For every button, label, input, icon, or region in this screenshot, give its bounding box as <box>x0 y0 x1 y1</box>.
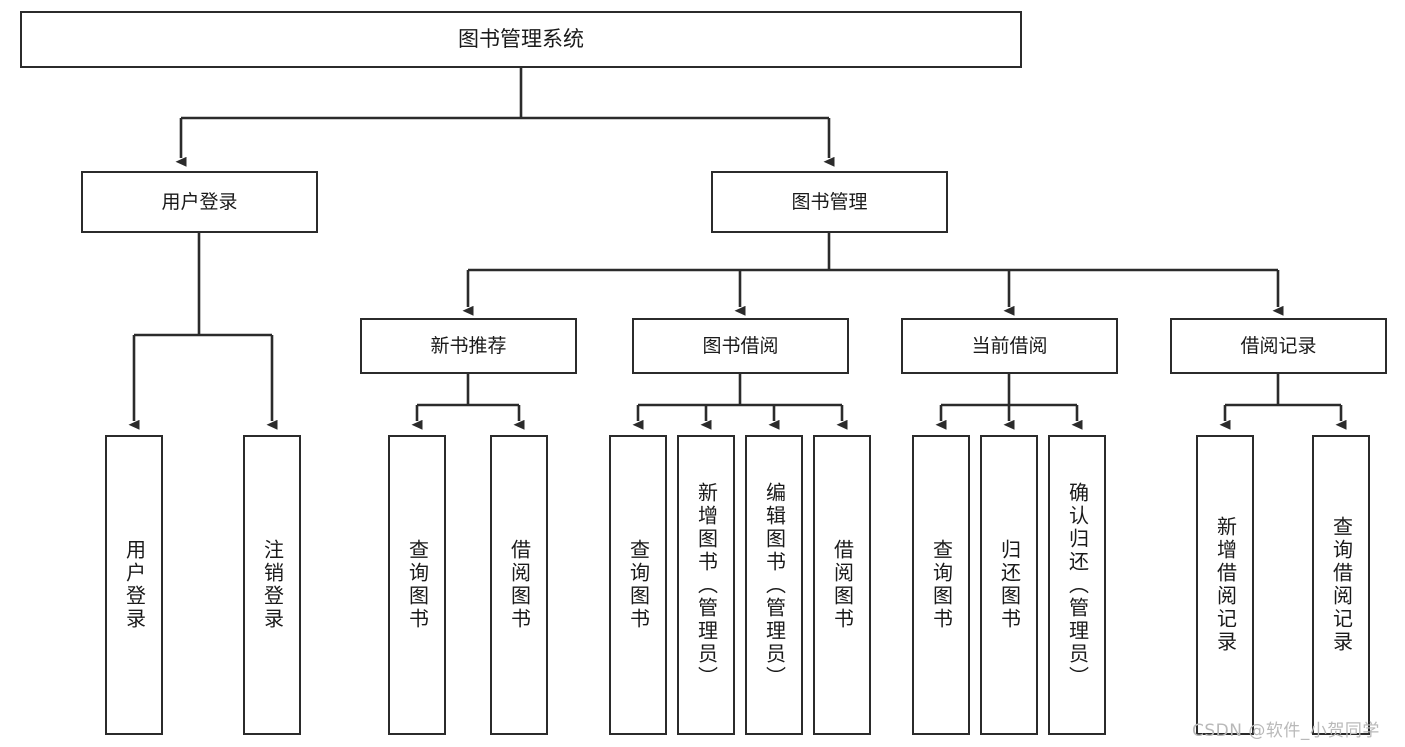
leaf-record-query-record[interactable]: 查询借阅记录 <box>1312 435 1370 735</box>
leaf-label: 用户登录 <box>122 539 147 631</box>
leaf-label: 确认归还（管理员） <box>1065 481 1090 689</box>
leaf-label: 注销登录 <box>260 539 285 631</box>
leaf-current-confirm-return-admin[interactable]: 确认归还（管理员） <box>1048 435 1106 735</box>
node-current-borrow[interactable]: 当前借阅 <box>901 318 1118 374</box>
leaf-user-login-logout[interactable]: 注销登录 <box>243 435 301 735</box>
node-label: 图书借阅 <box>702 334 779 357</box>
leaf-borrow-borrow-book[interactable]: 借阅图书 <box>813 435 871 735</box>
node-borrow-record[interactable]: 借阅记录 <box>1170 318 1387 374</box>
leaf-label: 查询图书 <box>626 539 651 631</box>
leaf-borrow-edit-book-admin[interactable]: 编辑图书（管理员） <box>745 435 803 735</box>
leaf-label: 查询图书 <box>405 539 430 631</box>
node-user-login[interactable]: 用户登录 <box>81 171 318 233</box>
leaf-user-login-login[interactable]: 用户登录 <box>105 435 163 735</box>
leaf-label: 查询借阅记录 <box>1329 516 1354 654</box>
node-root-book-management-system[interactable]: 图书管理系统 <box>20 11 1022 68</box>
leaf-label: 编辑图书（管理员） <box>762 481 787 689</box>
node-label: 新书推荐 <box>430 334 507 357</box>
node-label: 当前借阅 <box>971 334 1048 357</box>
leaf-borrow-query-book[interactable]: 查询图书 <box>609 435 667 735</box>
leaf-label: 查询图书 <box>929 539 954 631</box>
leaf-current-query-book[interactable]: 查询图书 <box>912 435 970 735</box>
leaf-new-book-borrow[interactable]: 借阅图书 <box>490 435 548 735</box>
leaf-label: 新增图书（管理员） <box>694 481 719 689</box>
node-new-book-recommend[interactable]: 新书推荐 <box>360 318 577 374</box>
node-label: 图书管理系统 <box>458 27 584 52</box>
leaf-label: 归还图书 <box>997 539 1022 631</box>
leaf-label: 新增借阅记录 <box>1213 516 1238 654</box>
csdn-watermark: CSDN @软件_小贺同学 <box>1192 721 1380 741</box>
node-label: 用户登录 <box>161 190 238 213</box>
leaf-borrow-add-book-admin[interactable]: 新增图书（管理员） <box>677 435 735 735</box>
leaf-current-return-book[interactable]: 归还图书 <box>980 435 1038 735</box>
node-label: 图书管理 <box>791 190 868 213</box>
leaf-label: 借阅图书 <box>830 539 855 631</box>
leaf-label: 借阅图书 <box>507 539 532 631</box>
leaf-record-add-record[interactable]: 新增借阅记录 <box>1196 435 1254 735</box>
leaf-new-book-query[interactable]: 查询图书 <box>388 435 446 735</box>
node-label: 借阅记录 <box>1240 334 1317 357</box>
node-book-management[interactable]: 图书管理 <box>711 171 948 233</box>
node-book-borrow[interactable]: 图书借阅 <box>632 318 849 374</box>
